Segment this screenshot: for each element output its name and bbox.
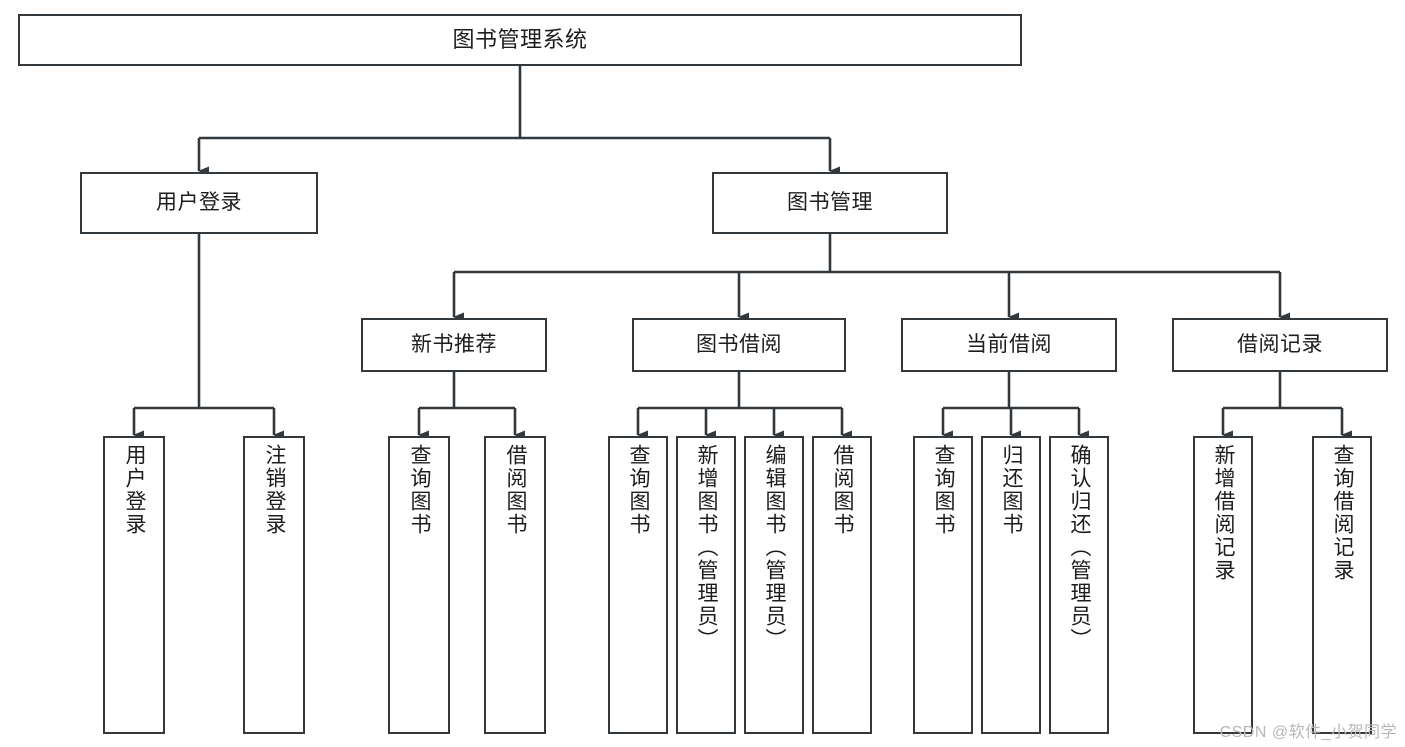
node-label: 归还图书 bbox=[1000, 444, 1024, 536]
node-label: 新增借阅记录 bbox=[1212, 444, 1236, 582]
node-label: 用户登录 bbox=[123, 444, 147, 536]
node-leaf-query-record[interactable]: 查询借阅记录 bbox=[1312, 436, 1372, 734]
node-current-borrow[interactable]: 当前借阅 bbox=[901, 318, 1117, 372]
node-label: 确认归还（管理员） bbox=[1068, 444, 1092, 651]
edge-paths bbox=[132, 66, 1352, 440]
node-leaf-query-book-3[interactable]: 查询图书 bbox=[913, 436, 973, 734]
node-leaf-query-book-1[interactable]: 查询图书 bbox=[388, 436, 450, 734]
node-book-manage[interactable]: 图书管理 bbox=[712, 172, 948, 234]
node-new-book-rec[interactable]: 新书推荐 bbox=[361, 318, 547, 372]
node-leaf-user-logout[interactable]: 注销登录 bbox=[243, 436, 305, 734]
node-leaf-query-book-2[interactable]: 查询图书 bbox=[608, 436, 668, 734]
node-label: 注销登录 bbox=[263, 444, 287, 536]
node-label: 图书借阅 bbox=[696, 332, 782, 356]
node-root[interactable]: 图书管理系统 bbox=[18, 14, 1022, 66]
node-label: 当前借阅 bbox=[966, 332, 1052, 356]
node-leaf-borrow-book-2[interactable]: 借阅图书 bbox=[812, 436, 872, 734]
node-label: 图书管理系统 bbox=[452, 27, 588, 53]
node-label: 用户登录 bbox=[156, 190, 242, 214]
node-leaf-user-login[interactable]: 用户登录 bbox=[103, 436, 165, 734]
node-label: 查询图书 bbox=[627, 444, 651, 536]
node-label: 查询图书 bbox=[408, 444, 432, 536]
node-label: 新增图书（管理员） bbox=[695, 444, 719, 651]
node-label: 新书推荐 bbox=[411, 332, 497, 356]
node-leaf-add-record[interactable]: 新增借阅记录 bbox=[1193, 436, 1253, 734]
node-label: 图书管理 bbox=[787, 190, 873, 214]
node-borrow-record[interactable]: 借阅记录 bbox=[1172, 318, 1388, 372]
node-label: 借阅记录 bbox=[1237, 332, 1323, 356]
node-leaf-confirm-ret[interactable]: 确认归还（管理员） bbox=[1049, 436, 1109, 734]
node-leaf-return-book[interactable]: 归还图书 bbox=[981, 436, 1041, 734]
node-label: 借阅图书 bbox=[831, 444, 855, 536]
node-label: 查询图书 bbox=[932, 444, 956, 536]
node-leaf-borrow-book-1[interactable]: 借阅图书 bbox=[484, 436, 546, 734]
node-user-login[interactable]: 用户登录 bbox=[80, 172, 318, 234]
node-label: 编辑图书（管理员） bbox=[763, 444, 787, 651]
node-leaf-edit-book[interactable]: 编辑图书（管理员） bbox=[744, 436, 804, 734]
node-label: 借阅图书 bbox=[504, 444, 528, 536]
node-label: 查询借阅记录 bbox=[1331, 444, 1355, 582]
csdn-watermark: CSDN @软件_小贺同学 bbox=[1219, 724, 1397, 741]
node-book-borrow[interactable]: 图书借阅 bbox=[632, 318, 846, 372]
node-leaf-add-book[interactable]: 新增图书（管理员） bbox=[676, 436, 736, 734]
